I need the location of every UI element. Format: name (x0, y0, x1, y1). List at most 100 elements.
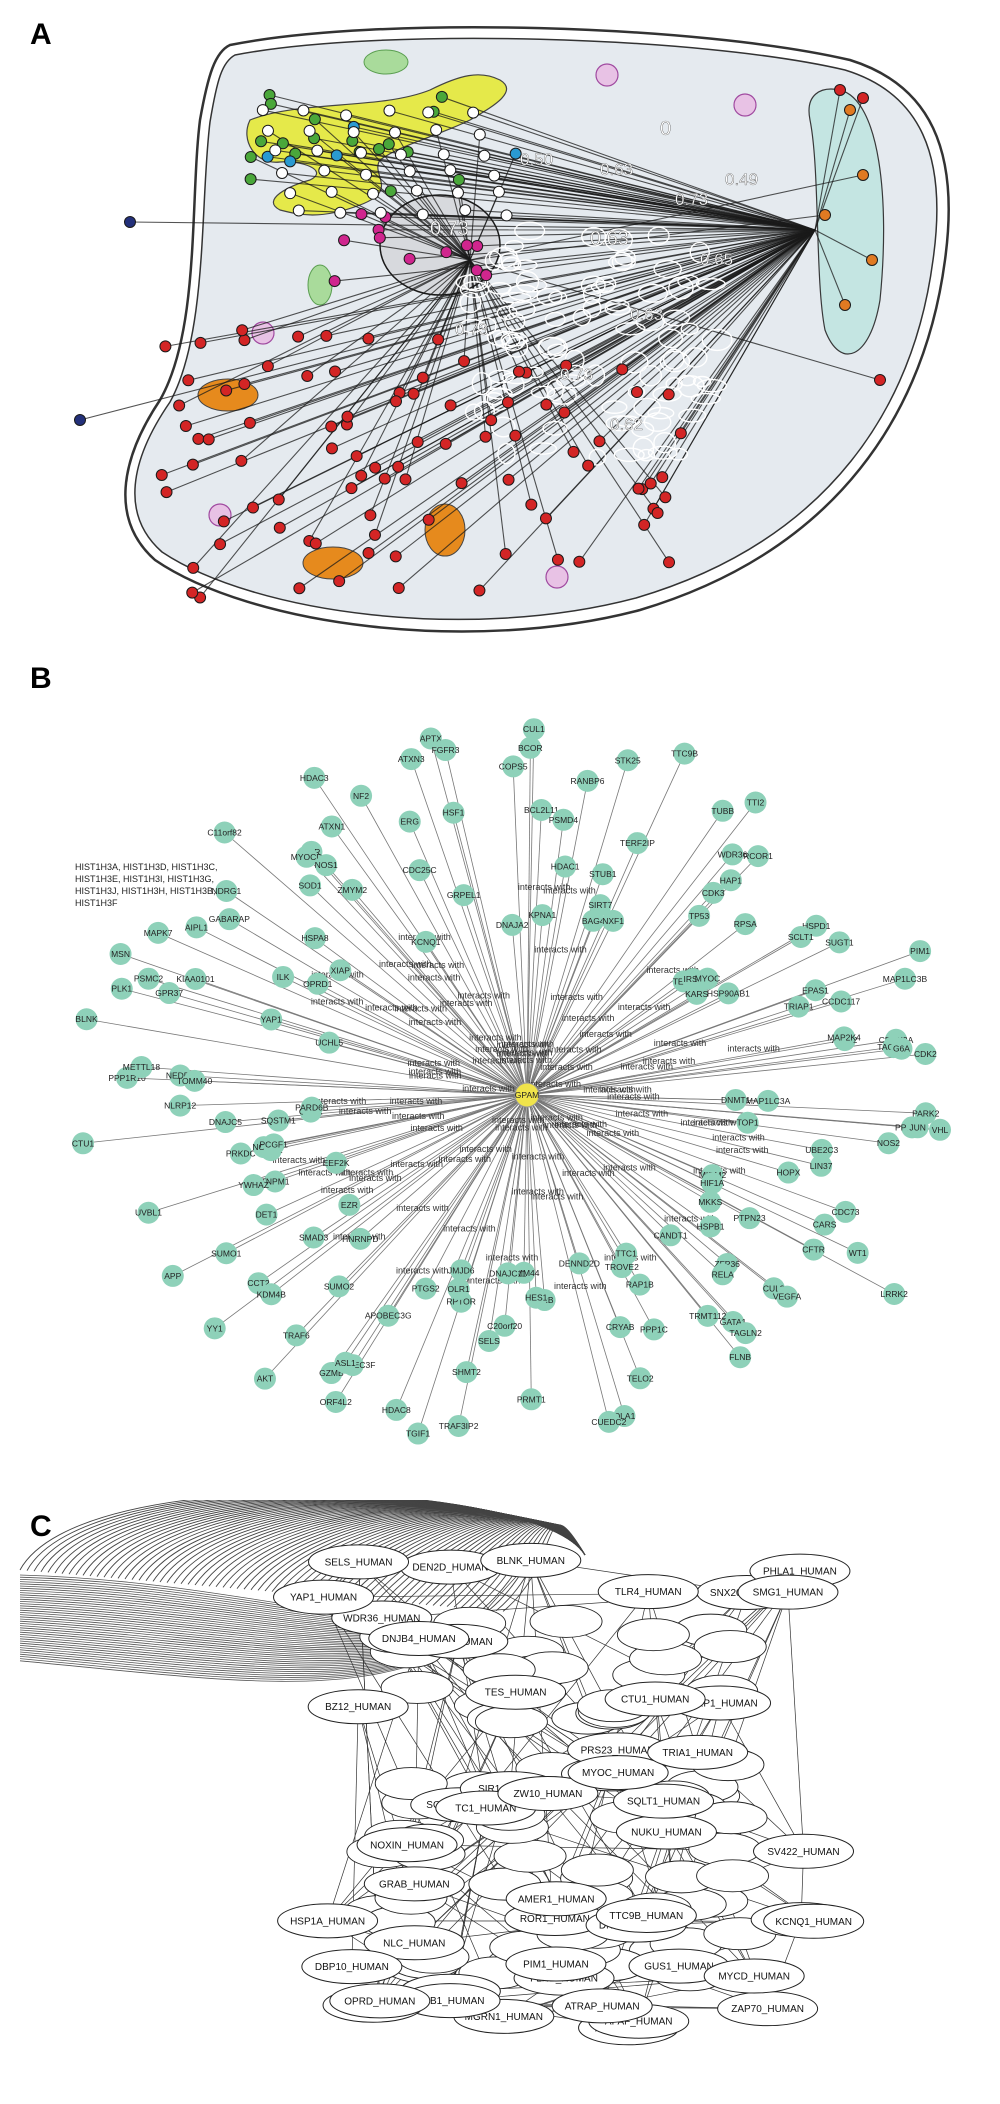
network-node-circle (338, 1193, 361, 1216)
network-edge (526, 978, 694, 1096)
network-edge (523, 1094, 528, 1273)
network-node-label: CDK3 (702, 888, 725, 898)
node-white (284, 187, 297, 200)
network-node-circle (568, 1252, 591, 1275)
protein-node: PIM1_HUMAN (505, 1946, 607, 1982)
cell-edge (636, 229, 816, 393)
cell-edge (469, 259, 559, 560)
node-red (399, 473, 412, 486)
node-red (362, 332, 375, 345)
protein-node-ellipse (613, 1783, 715, 1819)
network-node-label: PCGF1 (260, 1139, 289, 1149)
protein-node-label: GRAB_HUMAN (379, 1879, 450, 1890)
network-node-circle (272, 965, 295, 988)
network-node-label: TERF2IP (620, 838, 655, 848)
network-node-label: NOS1 (315, 860, 338, 870)
edge-label-ring (546, 379, 564, 402)
protein-node-shape (493, 1839, 567, 1873)
network-node-circle (130, 1056, 153, 1079)
node-red (567, 445, 580, 458)
cell-edge (306, 259, 471, 377)
network-node-label: HES1 (525, 1293, 547, 1303)
network-edge (526, 1039, 897, 1096)
network-edge (526, 1094, 746, 1334)
edge-label-ring (665, 376, 683, 391)
network-node-circle (597, 1410, 620, 1433)
cell-edge (508, 229, 816, 481)
edge-label: interacts with (473, 1055, 526, 1065)
network-node: TROVE2 (605, 1256, 639, 1279)
loop-edge (502, 1524, 586, 1612)
edge-label: interacts with (716, 1145, 769, 1155)
edge-label: interacts with (365, 1002, 418, 1012)
protein-node-label: CTU1_HUMAN (621, 1694, 689, 1705)
protein-node-ellipse (567, 1755, 669, 1791)
node-white (492, 185, 505, 198)
cell-edge (278, 259, 471, 500)
edge-label-ring (585, 364, 606, 387)
protein-node-label: MGRN1_HUMAN (465, 2012, 543, 2023)
network-node: ILK (272, 965, 295, 988)
protein-node: NLC_HUMAN (363, 1925, 465, 1961)
network-node: PIM1 (909, 940, 932, 963)
node-red (632, 482, 645, 495)
node-red (345, 482, 358, 495)
network-node-label: MSN (111, 949, 130, 959)
node-white (303, 124, 316, 137)
edge-label-ring (536, 287, 563, 306)
network-node-circle (699, 1215, 722, 1238)
node-white (360, 168, 373, 181)
network-node: STK25 (615, 749, 641, 772)
node-red (378, 472, 391, 485)
edge-label: interacts with (462, 1083, 515, 1093)
edge-label: interacts with (607, 1091, 660, 1101)
network-node-circle (804, 979, 827, 1002)
network-node-circle (477, 1330, 500, 1353)
network-edge (526, 1094, 918, 1128)
node-red (551, 553, 564, 566)
network-node-label: TELO2 (627, 1373, 654, 1383)
network-edge (526, 1094, 711, 1203)
node-red (582, 459, 595, 472)
network-edge (314, 937, 528, 1096)
network-node-label: APOBEC3G (365, 1311, 412, 1321)
network-node: TTC9B (671, 742, 698, 765)
network-edge (325, 864, 528, 1096)
network-node-label: ASL1 (335, 1358, 356, 1368)
protein-node-label: MYCD_HUMAN (718, 1972, 790, 1983)
network-node-circle (169, 1094, 192, 1117)
network-node: PPP1C (640, 1318, 668, 1341)
protein-node: MYCD_HUMAN (703, 1958, 805, 1994)
network-node-label: PRMT1 (517, 1394, 546, 1404)
network-node-label: KCNQ1 (411, 937, 441, 947)
edge-label-ring (607, 254, 636, 270)
network-node: HNRNPD (342, 1227, 379, 1250)
network-edge (273, 1094, 528, 1145)
hist-label-line: HIST1H3A, HIST1H3D, HIST1H3C, (75, 862, 218, 872)
network-node-circle (629, 1367, 652, 1390)
node-er (435, 90, 448, 103)
node-orange (839, 299, 851, 311)
network-node-circle (738, 1207, 761, 1230)
network-node-circle (757, 1089, 780, 1112)
network-node-circle (110, 977, 133, 1000)
node-er (372, 143, 385, 156)
cell-edge (443, 153, 816, 231)
network-node: SUGT1 (825, 931, 854, 954)
network-node-label: MAP1LC3A (746, 1096, 791, 1106)
cell-edge (546, 229, 816, 406)
network-edge (331, 826, 528, 1096)
network-edge (395, 1094, 528, 1411)
edge-label-ring (695, 277, 726, 291)
network-node-label: HSPD1 (802, 921, 831, 931)
edge-label-ring (491, 416, 516, 438)
network-node: NLRP12 (164, 1094, 196, 1117)
network-edge (157, 932, 528, 1096)
node-red (502, 473, 515, 486)
edge-label-ring (565, 364, 587, 382)
network-node: HOPX (776, 1161, 801, 1184)
network-node: ATXN1 (318, 815, 345, 838)
network-node-circle (414, 1277, 437, 1300)
network-node-label: EEF2K (323, 1158, 350, 1168)
network-node-label: SQSTM1 (261, 1116, 296, 1126)
